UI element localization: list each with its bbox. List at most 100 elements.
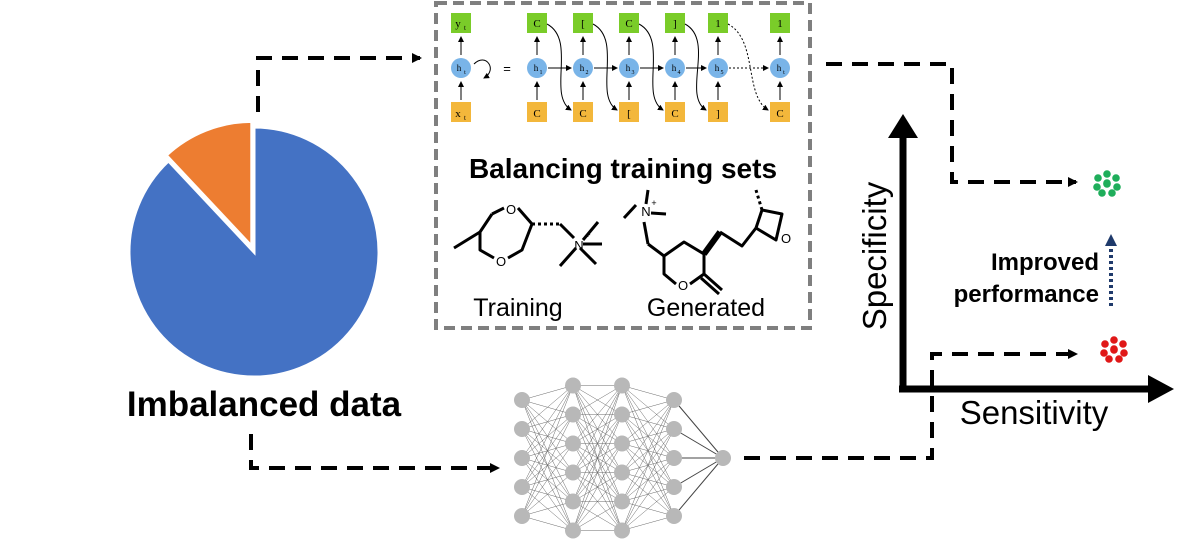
- nn-edge: [572, 414, 623, 531]
- connector-rnn-to-improved: [826, 62, 1078, 187]
- nn-node: [715, 450, 731, 466]
- nn-node: [514, 392, 530, 408]
- nn-edge: [521, 515, 574, 531]
- generated-atom-o1: O: [678, 278, 688, 293]
- rnn-step-hidden-sub: 2: [586, 70, 589, 76]
- pie-slice-majority: [127, 125, 381, 379]
- gen-ring-2: [662, 256, 677, 286]
- nn-edge: [521, 501, 574, 517]
- nn-edge: [521, 472, 574, 517]
- nn-node: [614, 435, 630, 452]
- training-bond-6: [558, 222, 576, 240]
- training-bond-5: [478, 232, 495, 260]
- gen-chain: [719, 227, 758, 248]
- rnn-step-input-box: [573, 102, 593, 122]
- nn-node: [514, 421, 530, 437]
- training-atom-o1: O: [506, 202, 516, 217]
- nn-node: [614, 377, 630, 394]
- rnn-step-hidden-label: h: [580, 63, 585, 73]
- connector-nn-to-baseline: [744, 349, 1078, 460]
- training-label: Training: [473, 294, 562, 322]
- rnn-step-output-box: [573, 13, 593, 33]
- improved-dot: [1103, 170, 1111, 178]
- rnn-input-sub: t: [464, 114, 466, 122]
- rnn-step-feedback-curve: [546, 23, 572, 111]
- rnn-step-output-label: ]: [673, 18, 677, 30]
- nn-edge: [521, 414, 574, 517]
- nn-node: [614, 464, 630, 481]
- rnn-step-output-label: [: [581, 18, 585, 30]
- nn-node: [614, 406, 630, 423]
- imbalanced-data-label: Imbalanced data: [127, 385, 402, 424]
- training-methyl-3: [578, 246, 598, 266]
- rnn-step-feedback-curve: [592, 23, 618, 111]
- rnn-step-output-box: [770, 13, 790, 33]
- training-bond-3: [516, 207, 534, 225]
- generated-atom-o2: O: [781, 231, 791, 246]
- rnn-step-hidden-sub: 1: [540, 70, 543, 76]
- improved-dot: [1113, 183, 1121, 191]
- pie-slice-minority: [164, 119, 254, 251]
- improved-dot-cluster: [1093, 170, 1121, 197]
- rnn-step-hidden-node: [708, 58, 728, 78]
- training-methyl-4: [558, 247, 578, 267]
- nn-node: [565, 377, 581, 394]
- nn-edge: [521, 385, 574, 430]
- improved-dot: [1112, 174, 1120, 182]
- nn-edge: [673, 457, 724, 517]
- rnn-step-feedback-curve: [727, 23, 769, 111]
- rnn-hidden-node: [451, 58, 471, 78]
- nn-node: [666, 508, 682, 524]
- rnn-step-hidden-node: [527, 58, 547, 78]
- nn-node: [565, 435, 581, 452]
- training-molecule: [453, 206, 602, 267]
- rnn-step-input-label: C: [671, 108, 678, 120]
- gen-exo-2: [700, 276, 720, 296]
- rnn-step-output-box: [708, 13, 728, 33]
- baseline-dot: [1110, 336, 1118, 344]
- baseline-dot: [1115, 355, 1123, 363]
- nn-node: [614, 522, 630, 539]
- nn-edge: [621, 399, 675, 415]
- rnn-output-box: [451, 13, 471, 33]
- nn-edge: [572, 501, 623, 531]
- nn-edge: [621, 486, 675, 531]
- y-axis-arrowhead: [888, 114, 918, 138]
- improved-dot: [1093, 183, 1101, 191]
- rnn-folded-cell: y t h t x t =: [451, 13, 511, 122]
- performance-plot: Sensitivity Specificity Improved perform…: [856, 114, 1174, 431]
- nn-edge: [521, 385, 574, 488]
- improved-dot: [1103, 179, 1111, 187]
- nn-edge: [521, 385, 574, 459]
- baseline-dot: [1119, 340, 1127, 348]
- baseline-dot: [1110, 345, 1118, 353]
- rnn-step-hidden-sub: 5: [721, 70, 724, 76]
- nn-node: [514, 479, 530, 495]
- improved-dot: [1098, 189, 1106, 197]
- generated-atom-n: N: [641, 204, 650, 219]
- nn-edge: [621, 385, 675, 401]
- nn-edge: [572, 472, 623, 531]
- nn-nodes: [514, 377, 731, 539]
- x-axis-arrowhead: [1148, 375, 1174, 403]
- rnn-step-input-box: [665, 102, 685, 122]
- training-bond-2: [491, 206, 505, 216]
- rnn-step-hidden-node: [665, 58, 685, 78]
- rnn-step-input-box: [770, 102, 790, 122]
- training-charge: +: [585, 230, 590, 240]
- rnn-hidden-label: h: [457, 63, 462, 73]
- nn-node: [565, 493, 581, 510]
- nn-edge: [572, 443, 623, 531]
- annotation-line-2: performance: [954, 281, 1099, 308]
- rnn-output-label: y: [455, 18, 461, 30]
- rnn-step-hidden-label: h: [715, 63, 720, 73]
- nn-edge: [572, 385, 623, 473]
- rnn-step-hidden-label: h: [672, 63, 677, 73]
- nn-edge: [621, 428, 675, 531]
- rnn-step-feedback-curve: [638, 23, 664, 111]
- connector-pie-to-rnn: [256, 53, 422, 112]
- baseline-dot: [1105, 355, 1113, 363]
- nn-edge: [621, 399, 675, 531]
